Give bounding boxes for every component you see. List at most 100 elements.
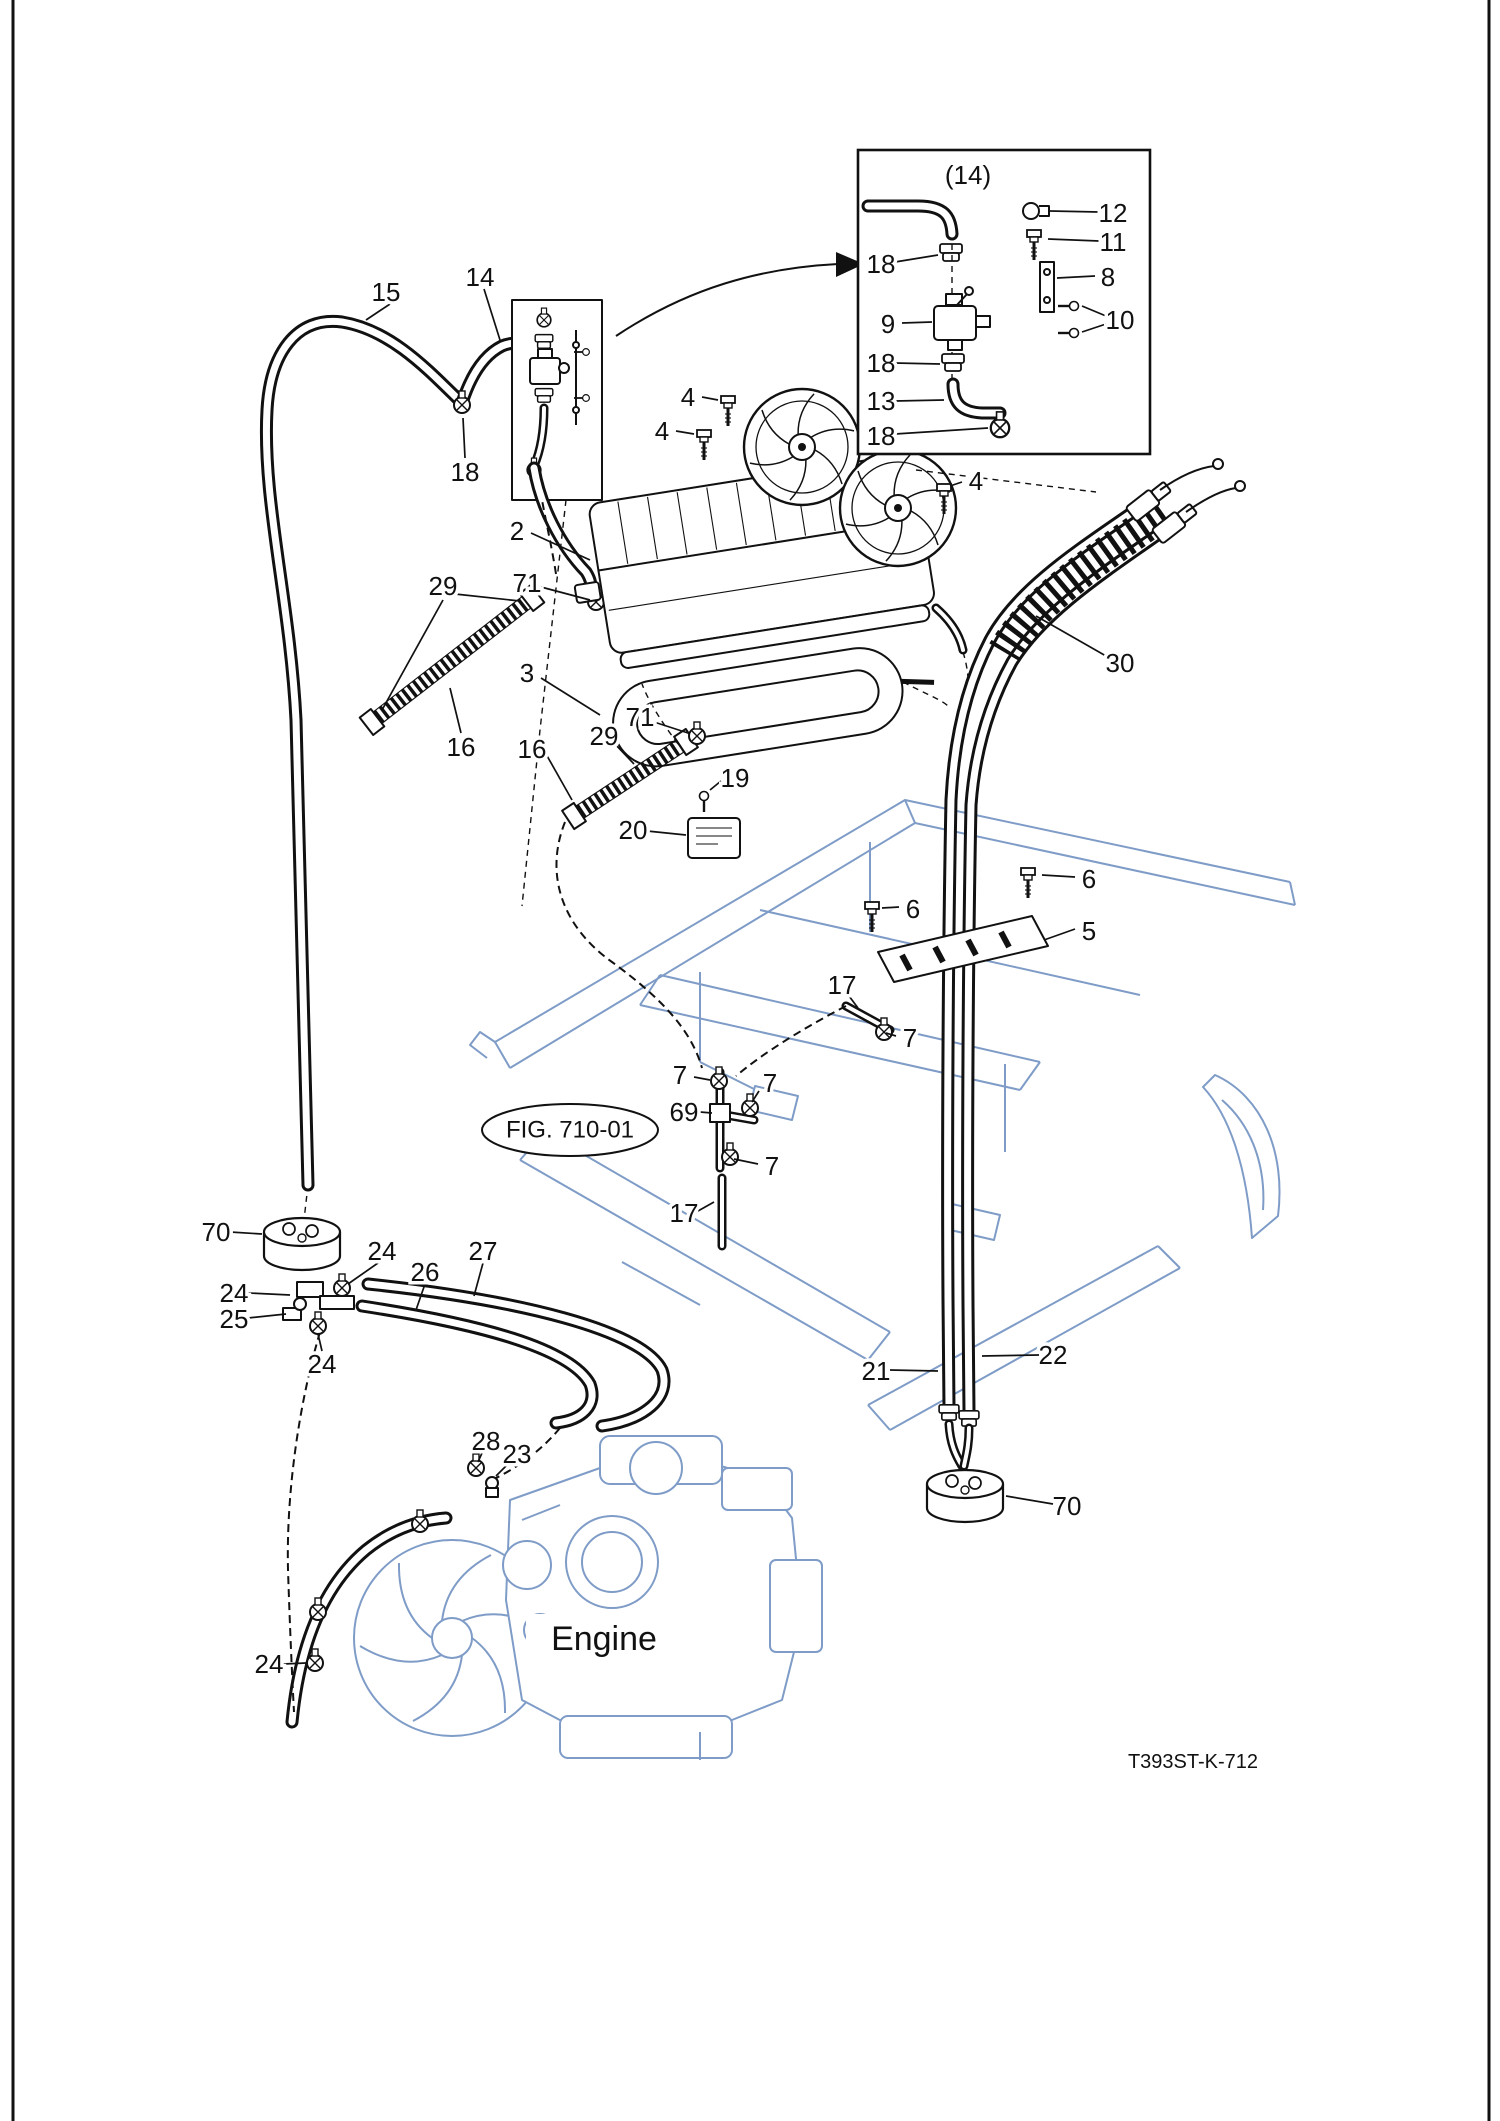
callout-label-35-23: 23 (503, 1439, 532, 1469)
engine-label: Engine (551, 1620, 657, 1658)
callout-label-13-71: 71 (626, 702, 655, 732)
callout-leader-27-70 (229, 1231, 263, 1235)
callout-label-23-7: 7 (763, 1068, 777, 1098)
callout-leader-49-18 (894, 427, 989, 435)
water-pipes-and-tee (709, 1001, 895, 1251)
valve-assembly-box-14 (511, 299, 603, 501)
callout-label-49-18: 18 (867, 421, 896, 451)
bolt-4b (695, 428, 713, 462)
figure-code: T393ST-K-712 (1128, 1751, 1258, 1773)
callout-label-18-6: 6 (906, 894, 920, 924)
callout-label-32-27: 27 (469, 1236, 498, 1266)
callout-leader-6-2 (530, 532, 591, 561)
construction-line (521, 499, 567, 907)
callout-label-29-24: 24 (220, 1278, 249, 1308)
callout-leader-23-7 (751, 1090, 760, 1103)
callout-leader-39-70 (1005, 1495, 1054, 1505)
callout-label-3-4: 4 (681, 382, 695, 412)
callout-label-12-29: 29 (590, 721, 619, 751)
callout-leader-28-24 (347, 1262, 379, 1285)
callout-label-7-29: 29 (429, 571, 458, 601)
callout-leader-10-16 (449, 687, 462, 734)
callout-label-14-19: 19 (721, 763, 750, 793)
callout-leader-38-22 (981, 1354, 1040, 1357)
callout-label-17-6: 6 (1082, 864, 1096, 894)
callout-leader-37-21 (889, 1369, 939, 1372)
callout-label-30-25: 25 (220, 1304, 249, 1334)
callout-leader-25-7 (733, 1158, 759, 1165)
callout-leader-32-27 (473, 1262, 484, 1297)
hose-15-and-14 (266, 321, 536, 1185)
callout-label-21-7: 7 (903, 1023, 917, 1053)
engine-drawing (353, 1435, 823, 1760)
callout-leader-33-24 (317, 1333, 323, 1352)
blower-fan-2 (838, 448, 958, 568)
callout-leader-22-7 (693, 1076, 711, 1081)
callout-leader-41-12 (1049, 210, 1100, 213)
callout-leader-7-29 (454, 593, 521, 602)
callout-label-9-3: 3 (520, 658, 534, 688)
callout-leader-42-11 (1047, 238, 1100, 242)
callout-leader-47-18 (894, 362, 941, 365)
callout-label-24-69: 69 (670, 1097, 699, 1127)
callout-leader-48-13 (894, 399, 945, 402)
callout-label-46-18: 18 (867, 249, 896, 279)
callout-leader-36-24 (282, 1662, 307, 1665)
valve-9 (933, 286, 991, 351)
callout-label-43-8: 8 (1101, 262, 1115, 292)
braided-hose-a (358, 499, 557, 736)
callout-leader-45-9 (901, 321, 933, 324)
callout-leader-0-15 (365, 303, 391, 321)
engine-label-box (526, 1614, 682, 1662)
callout-leader-11-16 (545, 753, 573, 801)
left-grommet-and-manifold (262, 1184, 355, 1335)
callout-leader-43-8 (1056, 275, 1096, 279)
callout-label-36-24: 24 (255, 1649, 284, 1679)
callout-leader-31-26 (415, 1283, 426, 1311)
supply-hoses-30-21-22 (925, 458, 1246, 1524)
callout-label-8-71: 71 (513, 568, 542, 598)
callout-label-44-10: 10 (1106, 305, 1135, 335)
callout-leader-29-24 (247, 1292, 291, 1296)
callout-label-28-24: 24 (368, 1236, 397, 1266)
chassis-frame-drawing (469, 799, 1296, 1431)
callout-leader-1-14 (483, 288, 501, 341)
callout-leader-44-10 (1081, 305, 1107, 317)
inset-detail-box (615, 148, 1152, 456)
callout-label-45-9: 9 (881, 309, 895, 339)
bolt-4a (719, 394, 737, 428)
callout-label-26-17: 17 (670, 1198, 699, 1228)
callout-leader-14-19 (709, 780, 722, 791)
thermo-sensor-20 (687, 790, 741, 859)
callout-label-47-18: 18 (867, 348, 896, 378)
callout-leader-3-4 (701, 396, 719, 401)
callout-label-33-24: 24 (308, 1349, 337, 1379)
callout-label-19-5: 5 (1082, 916, 1096, 946)
callout-leader-18-6 (881, 906, 900, 909)
callout-label-27-70: 70 (202, 1217, 231, 1247)
detail-arrow-head (836, 252, 864, 277)
callout-leader-16-30 (1035, 615, 1107, 657)
engine-hoses (288, 1331, 446, 1722)
callout-leader-34-28 (477, 1452, 483, 1463)
callout-label-10-16: 16 (447, 732, 476, 762)
fitting-18a (939, 243, 963, 262)
callout-label-48-13: 13 (867, 386, 896, 416)
callout-leader-44-10 (1081, 323, 1107, 333)
callout-label-34-28: 28 (472, 1426, 501, 1456)
callout-leader-46-18 (894, 254, 939, 263)
callout-label-2-18: 18 (451, 457, 480, 487)
callout-label-15-20: 20 (619, 815, 648, 845)
fig-ref-text: FIG. 710-01 (506, 1117, 634, 1144)
callout-leader-21-7 (885, 1032, 897, 1037)
callout-label-20-17: 17 (828, 970, 857, 1000)
callout-leader-13-71 (653, 721, 689, 734)
callout-label-31-26: 26 (411, 1257, 440, 1287)
callout-leader-19-5 (1043, 928, 1076, 941)
callout-label-42-11: 11 (1100, 227, 1127, 257)
callout-label-1-14: 14 (466, 262, 495, 292)
callout-leader-12-29 (614, 743, 635, 765)
